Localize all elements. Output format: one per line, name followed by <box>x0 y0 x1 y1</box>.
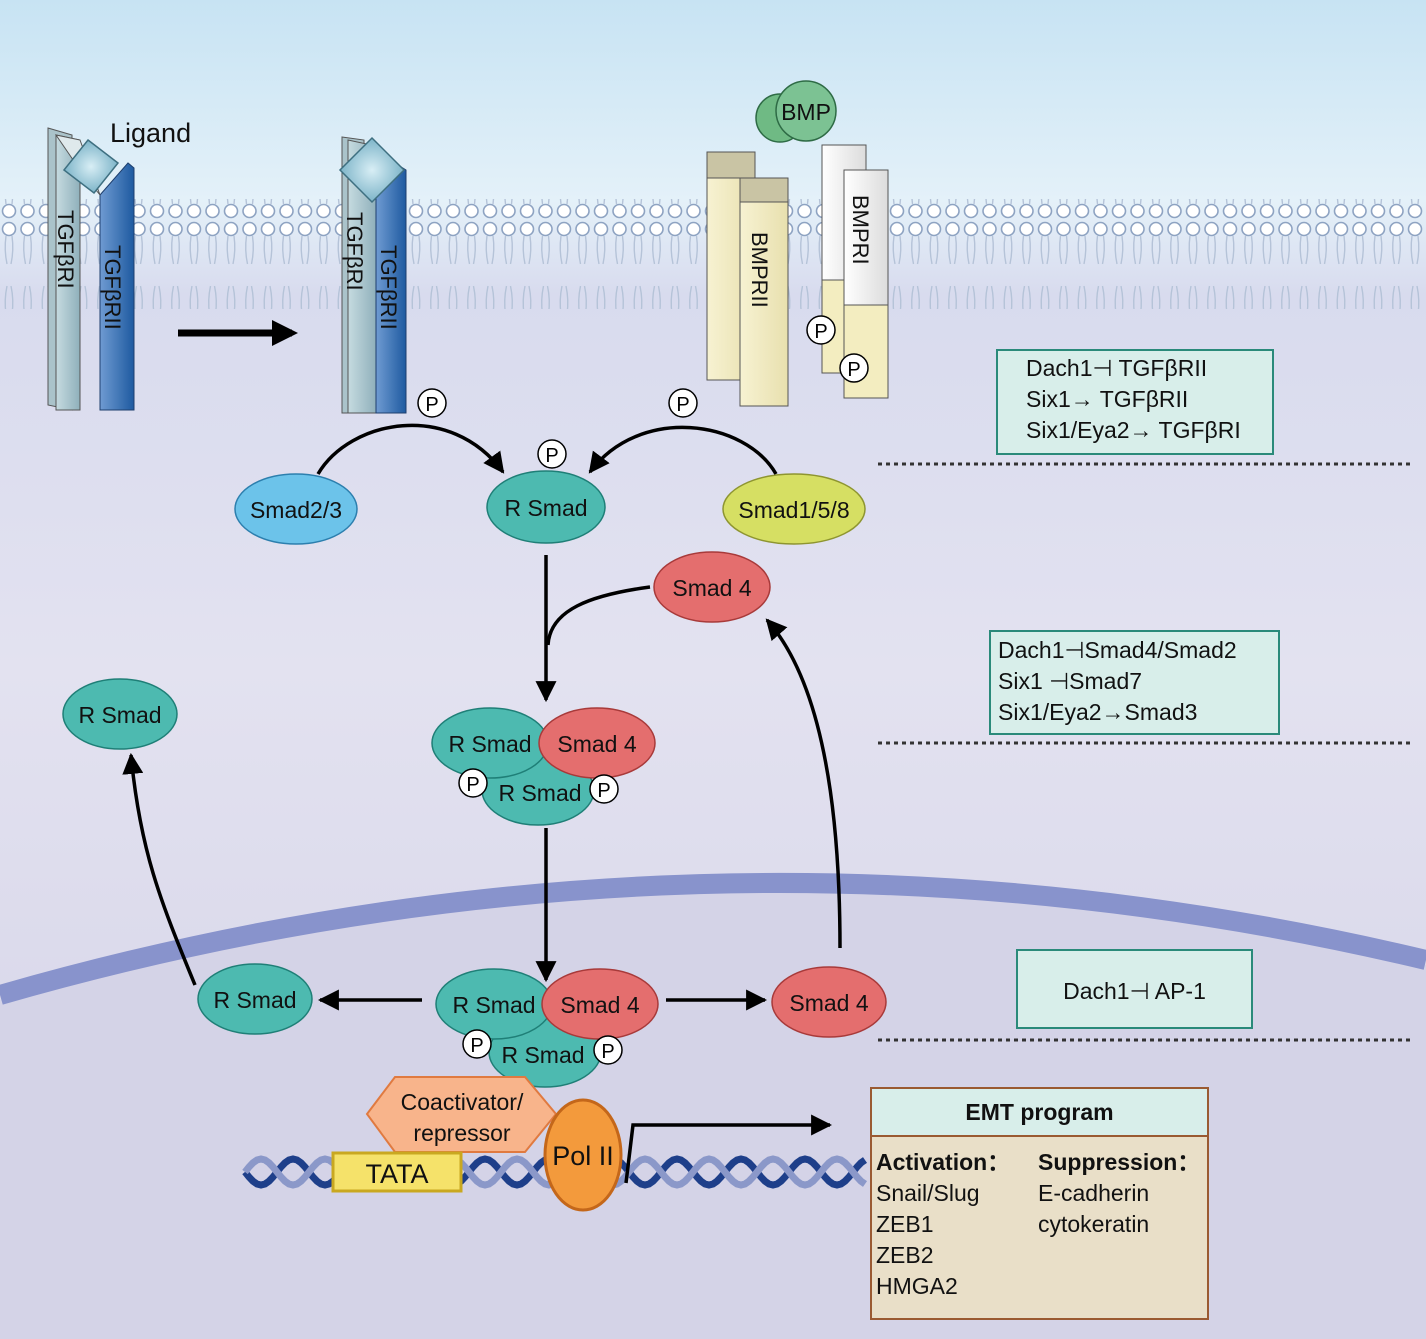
svg-text:Smad2/3: Smad2/3 <box>250 497 342 523</box>
emt-program-box: EMT program Activation： Snail/Slug ZEB1 … <box>870 1087 1209 1320</box>
tgfb-receptor-pair-active: TGFβRI TGFβRII <box>338 136 407 414</box>
smad4-join-arrow <box>546 585 651 646</box>
tgfb-receptor-pair-inactive: Ligand TGFβRI TGFβRII <box>47 118 191 411</box>
tgfbrii-label-left: TGFβRII <box>100 245 125 330</box>
svg-text:P: P <box>466 774 479 796</box>
phospho-badge: P <box>417 388 447 418</box>
note-line: Dach1⊣ AP-1 <box>1063 978 1206 1004</box>
phosphorylation-arrow-tgfb <box>316 423 505 475</box>
svg-text:Smad 4: Smad 4 <box>789 990 868 1016</box>
svg-text:R Smad: R Smad <box>501 1042 584 1068</box>
note-line: Six1 ⊣Smad7 <box>998 668 1143 694</box>
smad4-cytoplasm-node: Smad 4 <box>653 551 771 623</box>
tgfbrii-label-right: TGFβRII <box>376 245 401 330</box>
tgfbri-label-right: TGFβRI <box>342 212 367 291</box>
note-line: Six1/Eya2→ TGFβRI <box>1026 417 1241 443</box>
ligand-diamond-bound <box>338 136 406 204</box>
smad4-export-arrow <box>765 618 842 949</box>
phospho-badge: P <box>806 315 836 345</box>
phosphorylation-arrow-bmp <box>588 425 778 475</box>
note-nuclear-regulation: Dach1⊣ AP-1 <box>1016 949 1253 1029</box>
svg-text:Smad 4: Smad 4 <box>672 575 751 601</box>
ligand-label: Ligand <box>110 118 191 148</box>
svg-text:P: P <box>597 780 610 802</box>
note-receptor-regulation: Dach1⊣ TGFβRII Six1→ TGFβRII Six1/Eya2→ … <box>996 349 1274 455</box>
svg-text:P: P <box>847 359 860 381</box>
coactivator-repressor: Coactivator/ repressor <box>365 1076 558 1153</box>
svg-text:TATA: TATA <box>366 1159 429 1189</box>
emt-title: EMT program <box>872 1089 1207 1137</box>
smad4-nuclear-node: Smad 4 <box>771 966 887 1038</box>
svg-text:P: P <box>470 1035 483 1057</box>
bmp-label: BMP <box>781 99 831 125</box>
svg-text:P: P <box>545 445 558 467</box>
tgfbri-label-left: TGFβRI <box>53 210 78 289</box>
nuclear-envelope <box>0 872 1426 1005</box>
svg-text:R Smad: R Smad <box>498 780 581 806</box>
phospho-badge: P <box>668 388 698 418</box>
svg-text:R Smad: R Smad <box>504 495 587 521</box>
note-line: Dach1⊣Smad4/Smad2 <box>998 637 1237 663</box>
nuclear-smad-complex: R Smad Smad 4 R Smad P P <box>435 968 659 1088</box>
svg-text:Coactivator/: Coactivator/ <box>401 1089 524 1115</box>
svg-text:P: P <box>676 394 689 416</box>
note-line: Six1→ TGFβRII <box>1026 386 1189 412</box>
svg-text:Smad1/5/8: Smad1/5/8 <box>738 497 849 523</box>
note-line: Dach1⊣ TGFβRII <box>1026 355 1208 381</box>
svg-text:R Smad: R Smad <box>452 992 535 1018</box>
cytoplasm-smad-complex: R Smad Smad 4 R Smad P P <box>431 707 656 826</box>
svg-text:Pol II: Pol II <box>552 1141 614 1171</box>
phospho-badge: P <box>839 353 869 383</box>
tata-box: TATA <box>331 1151 463 1193</box>
svg-text:Smad 4: Smad 4 <box>560 992 639 1018</box>
bmpri-label: BMPRI <box>848 195 873 265</box>
activation-heading: Activation： <box>876 1149 1011 1175</box>
phospho-badge: P <box>537 439 567 469</box>
rsmad-node: R Smad <box>486 470 606 544</box>
emt-activation-column: Activation： Snail/Slug ZEB1 ZEB2 HMGA2 <box>876 1147 1010 1302</box>
bmp-ligand <box>775 80 837 142</box>
svg-text:P: P <box>601 1041 614 1063</box>
rsmad-export-arrow <box>122 752 197 986</box>
rsmad-nuclear-node: R Smad <box>197 963 313 1035</box>
smad23-node: Smad2/3 <box>234 473 358 545</box>
activation-item: ZEB2 <box>876 1242 934 1268</box>
svg-text:R Smad: R Smad <box>213 987 296 1013</box>
svg-text:R Smad: R Smad <box>448 731 531 757</box>
activation-item: HMGA2 <box>876 1273 958 1299</box>
pol2: Pol II <box>543 1098 623 1212</box>
suppression-item: cytokeratin <box>1038 1211 1150 1237</box>
svg-text:P: P <box>425 394 438 416</box>
bmprii-label: BMPRII <box>747 232 772 308</box>
rsmad-exported-node: R Smad <box>62 678 178 750</box>
svg-text:P: P <box>814 321 827 343</box>
svg-text:repressor: repressor <box>413 1120 510 1146</box>
note-line: Six1/Eya2→Smad3 <box>998 699 1198 725</box>
note-smad-regulation: Dach1⊣Smad4/Smad2 Six1 ⊣Smad7 Six1/Eya2→… <box>989 630 1280 735</box>
transcription-arrow <box>624 1114 833 1184</box>
smad158-node: Smad1/5/8 <box>722 473 866 545</box>
activation-item: ZEB1 <box>876 1211 934 1237</box>
ligand-diamond <box>62 138 120 195</box>
emt-suppression-column: Suppression： E-cadherin cytokeratin <box>1038 1147 1200 1240</box>
suppression-heading: Suppression： <box>1038 1149 1201 1175</box>
activation-item: Snail/Slug <box>876 1180 980 1206</box>
suppression-item: E-cadherin <box>1038 1180 1150 1206</box>
svg-text:R Smad: R Smad <box>78 702 161 728</box>
svg-text:Smad 4: Smad 4 <box>557 731 636 757</box>
